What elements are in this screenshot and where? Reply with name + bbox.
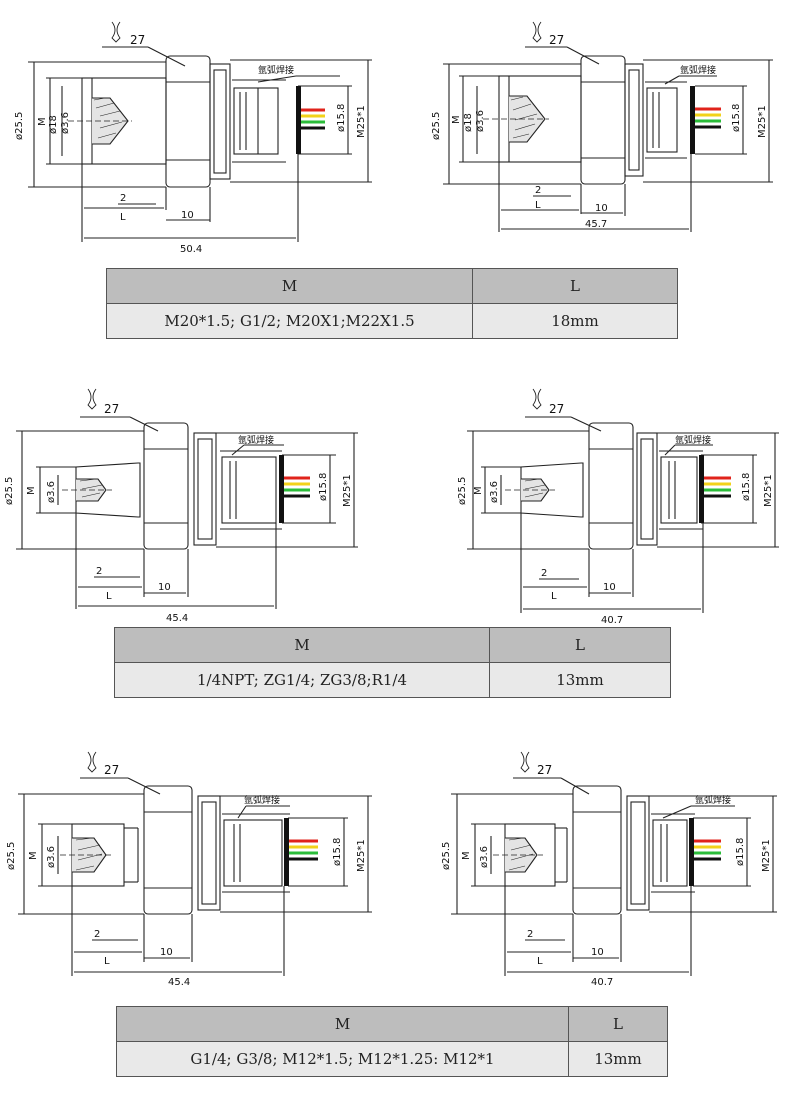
thread-m-label: M — [28, 851, 39, 860]
thread-m-label: M — [26, 486, 37, 495]
hex-size-label: 27 — [130, 33, 145, 47]
total-length-label: 50.4 — [180, 244, 202, 255]
thread-diameter-label: ø18 — [48, 115, 59, 134]
dim-l-label: L — [537, 956, 543, 967]
dim-2-label: 2 — [535, 185, 541, 196]
table-cell-l: 18mm — [472, 303, 678, 339]
inner-diameter-label: ø15.8 — [336, 104, 347, 132]
thread-m-label: M — [473, 486, 484, 495]
top-thread-label: M25*1 — [757, 105, 768, 138]
thread-m-label: M — [37, 117, 48, 126]
total-length-label: 45.4 — [168, 977, 190, 988]
table-header-m: M — [114, 627, 490, 663]
top-thread-label: M25*1 — [342, 474, 353, 507]
dim-2-label: 2 — [96, 566, 102, 577]
total-length-label: 40.7 — [601, 615, 623, 625]
drawing-1b: 27 氩弧焊接 ø25.5 M ø18 ø3.6 ø15.8 M25*1 2 L… — [431, 21, 773, 232]
hole-diameter-label: ø3.6 — [489, 481, 500, 503]
dim-l-label: L — [551, 591, 557, 602]
dim-l-label: L — [106, 591, 112, 602]
table-cell-l: 13mm — [489, 662, 671, 698]
dim-l-label: L — [104, 956, 110, 967]
total-length-label: 45.7 — [585, 219, 607, 230]
table-header-l: L — [568, 1006, 668, 1042]
dim-2-label: 2 — [120, 193, 126, 204]
thread-m-label: M — [461, 851, 472, 860]
drawing-3b: 27 氩弧焊接 ø25.5 M ø3.6 ø15.8 M25*1 2 L 10 … — [441, 751, 777, 988]
dim-2-label: 2 — [527, 929, 533, 940]
body-diameter-label: ø25.5 — [457, 477, 468, 505]
spec-table-2: M L 1/4NPT; ZG1/4; ZG3/8;R1/4 13mm — [114, 627, 671, 698]
dim-10-label: 10 — [603, 582, 616, 593]
dim-10-label: 10 — [158, 582, 171, 593]
table-header-l: L — [489, 627, 671, 663]
hole-diameter-label: ø3.6 — [60, 112, 71, 134]
table-cell-m: 1/4NPT; ZG1/4; ZG3/8;R1/4 — [114, 662, 490, 698]
drawing-2b: 27 氩弧焊接 ø25.5 M ø3.6 ø15.8 M25*1 2 L 10 … — [457, 388, 779, 625]
inner-diameter-label: ø15.8 — [731, 104, 742, 132]
body-diameter-label: ø25.5 — [4, 477, 15, 505]
inner-diameter-label: ø15.8 — [735, 838, 746, 866]
dim-10-label: 10 — [591, 947, 604, 958]
hex-size-label: 27 — [549, 33, 564, 47]
body-diameter-label: ø25.5 — [431, 112, 442, 140]
table-cell-m: M20*1.5; G1/2; M20X1;M22X1.5 — [106, 303, 473, 339]
hex-size-label: 27 — [104, 763, 119, 777]
table-header-m: M — [116, 1006, 569, 1042]
table-cell-m: G1/4; G3/8; M12*1.5; M12*1.25: M12*1 — [116, 1041, 569, 1077]
dim-l-label: L — [535, 200, 541, 211]
total-length-label: 45.4 — [166, 613, 188, 624]
spec-table-1: M L M20*1.5; G1/2; M20X1;M22X1.5 18mm — [106, 268, 678, 339]
hole-diameter-label: ø3.6 — [479, 846, 490, 868]
inner-diameter-label: ø15.8 — [332, 838, 343, 866]
drawing-2a: 27 氩弧焊接 ø25.5 M ø3.6 ø15.8 M25*1 2 L 10 … — [4, 388, 358, 624]
hole-diameter-label: ø3.6 — [46, 846, 57, 868]
weld-label: 氩弧焊接 — [258, 64, 294, 76]
weld-label: 氩弧焊接 — [244, 794, 280, 806]
dim-l-label: L — [120, 212, 126, 223]
dim-10-label: 10 — [160, 947, 173, 958]
table-header-l: L — [472, 268, 678, 304]
body-diameter-label: ø25.5 — [6, 842, 17, 870]
hole-diameter-label: ø3.6 — [475, 110, 486, 132]
spec-table-3: M L G1/4; G3/8; M12*1.5; M12*1.25: M12*1… — [116, 1006, 668, 1077]
hex-size-label: 27 — [549, 402, 564, 416]
dim-10-label: 10 — [181, 210, 194, 221]
weld-label: 氩弧焊接 — [680, 64, 716, 76]
thread-m-label: M — [451, 115, 462, 124]
dim-10-label: 10 — [595, 203, 608, 214]
weld-label: 氩弧焊接 — [675, 434, 711, 446]
body-diameter-label: ø25.5 — [441, 842, 452, 870]
table-header-m: M — [106, 268, 473, 304]
total-length-label: 40.7 — [591, 977, 613, 988]
thread-diameter-label: ø18 — [463, 113, 474, 132]
weld-label: 氩弧焊接 — [695, 794, 731, 806]
drawing-3a: 27 氩弧焊接 ø25.5 M ø3.6 ø15.8 M25*1 2 L 10 … — [6, 751, 372, 988]
top-thread-label: M25*1 — [356, 105, 367, 138]
drawing-1a: 27 氩弧焊接 ø25.5 M ø18 ø3.6 ø15.8 M25*1 2 L… — [14, 21, 372, 255]
dim-2-label: 2 — [541, 568, 547, 579]
top-thread-label: M25*1 — [761, 839, 772, 872]
weld-label: 氩弧焊接 — [238, 434, 274, 446]
hex-size-label: 27 — [104, 402, 119, 416]
dim-2-label: 2 — [94, 929, 100, 940]
body-diameter-label: ø25.5 — [14, 112, 25, 140]
hex-size-label: 27 — [537, 763, 552, 777]
top-thread-label: M25*1 — [356, 839, 367, 872]
inner-diameter-label: ø15.8 — [318, 473, 329, 501]
table-cell-l: 13mm — [568, 1041, 668, 1077]
inner-diameter-label: ø15.8 — [741, 473, 752, 501]
hole-diameter-label: ø3.6 — [46, 481, 57, 503]
top-thread-label: M25*1 — [763, 474, 774, 507]
